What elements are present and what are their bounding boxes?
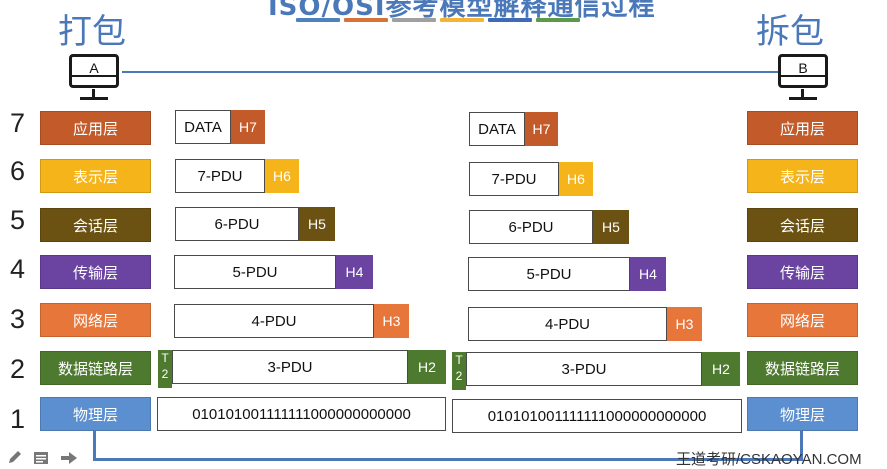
host-a-stand xyxy=(80,89,108,100)
right-data-l3: 4-PDU xyxy=(468,307,667,341)
left-layer-4: 传输层 xyxy=(40,255,151,289)
title-bar-6 xyxy=(536,18,580,22)
right-data-l2: 3-PDU xyxy=(466,352,702,386)
host-b-stand xyxy=(789,89,817,100)
host-a-monitor-icon: A xyxy=(69,54,119,88)
title-bar-5 xyxy=(488,18,532,22)
right-data-l6: 7-PDU xyxy=(469,162,559,196)
left-data-l6: 7-PDU xyxy=(175,159,265,193)
left-header-h4: H4 xyxy=(336,255,373,289)
layer-number-7: 7 xyxy=(10,108,26,138)
layer-number-5: 5 xyxy=(10,205,26,235)
right-layer-4: 传输层 xyxy=(747,255,858,289)
left-bits-l1: 010101001111111000000000000 xyxy=(157,397,446,431)
right-header-h4: H4 xyxy=(630,257,666,291)
host-b-monitor-icon: B xyxy=(778,54,828,88)
right-data-l7: DATA xyxy=(469,112,525,146)
left-header-h3: H3 xyxy=(374,304,409,338)
left-layer-3: 网络层 xyxy=(40,303,151,337)
left-header-h5: H5 xyxy=(299,207,335,241)
left-layer-5: 会话层 xyxy=(40,208,151,242)
right-bits-l1: 010101001111111000000000000 xyxy=(452,399,742,433)
left-data-l2: 3-PDU xyxy=(172,350,408,384)
right-header-h7: H7 xyxy=(525,112,558,146)
right-layer-6: 表示层 xyxy=(747,159,858,193)
notes-icon[interactable] xyxy=(33,450,49,469)
layer-number-1: 1 xyxy=(10,404,26,434)
right-header-h3: H3 xyxy=(667,307,702,341)
title-bar-2 xyxy=(344,18,388,22)
title-bar-3 xyxy=(392,18,436,22)
right-header-h5: H5 xyxy=(593,210,629,244)
layer-number-3: 3 xyxy=(10,304,26,334)
left-layer-6: 表示层 xyxy=(40,159,151,193)
left-layer-2: 数据链路层 xyxy=(40,351,151,385)
layer-number-4: 4 xyxy=(10,254,26,284)
right-layer-5: 会话层 xyxy=(747,208,858,242)
layer-number-2: 2 xyxy=(10,354,26,384)
unpack-label: 拆包 xyxy=(756,12,824,52)
left-data-l4: 5-PDU xyxy=(174,255,336,289)
right-layer-3: 网络层 xyxy=(747,303,858,337)
physical-line-right xyxy=(800,430,803,461)
left-header-h7: H7 xyxy=(231,110,265,144)
page-title: ISO/OSI参考模型解释通信过程 xyxy=(268,0,656,22)
physical-line-bottom xyxy=(93,458,803,461)
left-layer-1: 物理层 xyxy=(40,397,151,431)
title-bar-4 xyxy=(440,18,484,22)
right-layer-2: 数据链路层 xyxy=(747,351,858,385)
left-data-l3: 4-PDU xyxy=(174,304,374,338)
right-layer-1: 物理层 xyxy=(747,397,858,431)
arrow-right-icon[interactable] xyxy=(60,450,78,469)
right-data-l5: 6-PDU xyxy=(469,210,593,244)
host-a-label: A xyxy=(89,60,99,76)
host-link-line xyxy=(122,71,778,73)
title-bar-1 xyxy=(296,18,340,22)
left-data-l7: DATA xyxy=(175,110,231,144)
left-data-l5: 6-PDU xyxy=(175,207,299,241)
right-header-h6: H6 xyxy=(559,162,593,196)
right-data-l4: 5-PDU xyxy=(468,257,630,291)
left-header-h6: H6 xyxy=(265,159,299,193)
left-layer-7: 应用层 xyxy=(40,111,151,145)
layer-number-6: 6 xyxy=(10,156,26,186)
pack-label: 打包 xyxy=(58,12,126,52)
host-b-label: B xyxy=(798,60,808,76)
pen-icon[interactable] xyxy=(7,449,23,469)
left-header-h2: H2 xyxy=(408,350,446,384)
physical-line-left xyxy=(93,430,96,460)
right-layer-7: 应用层 xyxy=(747,111,858,145)
footer-watermark: 王道考研/CSKAOYAN.COM xyxy=(676,451,862,468)
right-header-h2: H2 xyxy=(702,352,740,386)
